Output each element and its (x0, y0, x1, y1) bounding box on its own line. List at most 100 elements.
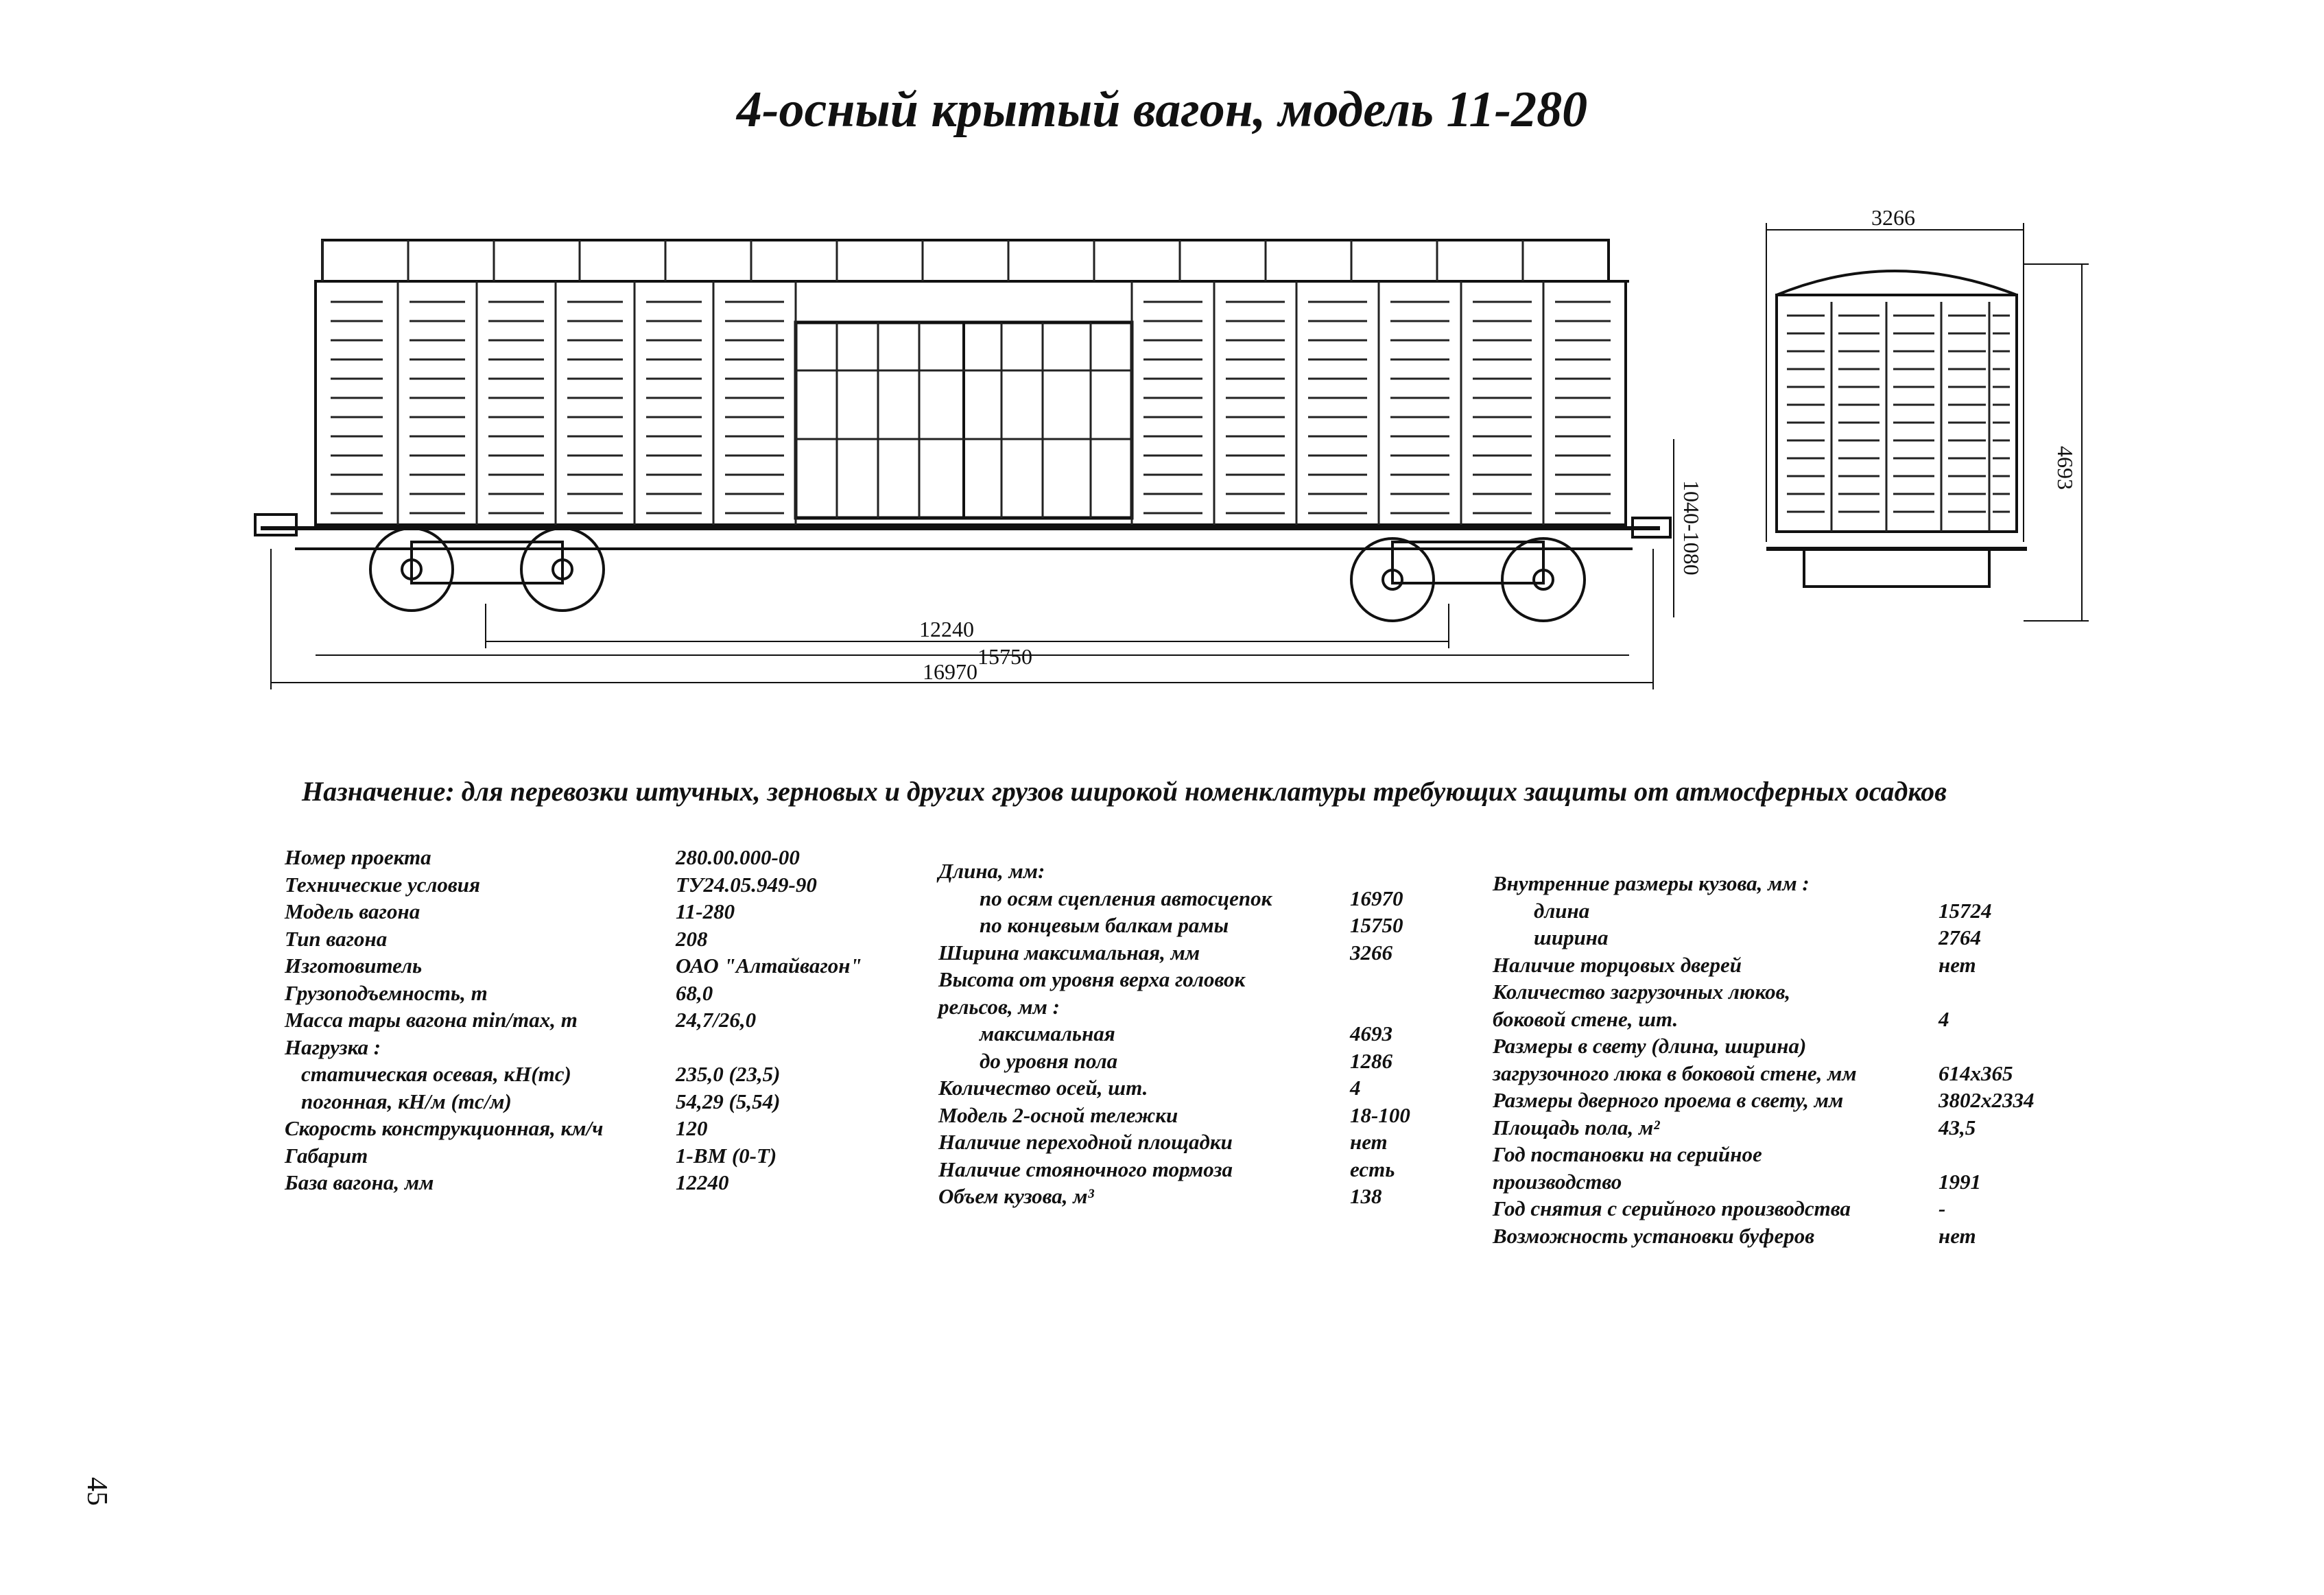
spec-label: Площадь пола, м² (1493, 1115, 1660, 1139)
spec-row: Год постановки на серийное (1493, 1141, 2179, 1168)
spec-value: 18-100 (1350, 1102, 1410, 1127)
spec-label: Наличие переходной площадки (938, 1130, 1233, 1154)
spec-label: статическая осевая, кН(тс) (301, 1062, 571, 1086)
spec-label: погонная, кН/м (тс/м) (301, 1089, 512, 1113)
spec-row: ширина 2764 (1493, 924, 2179, 952)
spec-label: Год постановки на серийное (1493, 1142, 1762, 1166)
spec-row: Технические условия ТУ24.05.949-90 (285, 871, 902, 899)
wagon-drawings: 12240 15750 16970 1040-1080 3266 4693 (254, 205, 2089, 689)
spec-value: 4 (1938, 1006, 1949, 1031)
spec-row: Наличие торцовых дверей нет (1493, 952, 2179, 979)
spec-value: 3802x2334 (1938, 1088, 2035, 1112)
spec-label: по осям сцепления автосцепок (980, 886, 1272, 910)
spec-row: Габарит 1-ВМ (0-Т) (285, 1142, 902, 1170)
spec-label: Грузоподъемность, т (285, 980, 488, 1005)
end-view-drawing (1766, 223, 2089, 622)
spec-value: 1991 (1938, 1169, 1981, 1194)
spec-label: Модель вагона (285, 899, 420, 923)
spec-row: Номер проекта 280.00.000-00 (285, 844, 902, 871)
spec-label: Возможность установки буферов (1493, 1223, 1815, 1248)
spec-label: Объем кузова, м³ (938, 1184, 1094, 1208)
spec-row: Масса тары вагона min/max, т 24,7/26,0 (285, 1006, 902, 1034)
spec-label: Количество загрузочных люков, (1493, 980, 1791, 1004)
spec-label: Размеры дверного проема в свету, мм (1493, 1088, 1844, 1112)
spec-value: 208 (676, 926, 708, 951)
dim-16970: 16970 (923, 659, 977, 684)
spec-value: 24,7/26,0 (676, 1008, 757, 1032)
spec-label: Год снятия с серийного производства (1493, 1196, 1851, 1220)
spec-value: 3266 (1350, 940, 1392, 965)
page-number: 45 (81, 1477, 112, 1506)
spec-value: 4693 (1350, 1021, 1392, 1045)
spec-value: нет (1938, 1223, 1976, 1248)
purpose-line: Назначение: для перевозки штучных, зерно… (302, 776, 1947, 807)
spec-value: 1286 (1350, 1048, 1392, 1073)
spec-row: Возможность установки буферов нет (1493, 1222, 2179, 1250)
spec-row: Количество осей, шт.4 (938, 1074, 1487, 1102)
spec-row: Количество загрузочных люков, (1493, 978, 2179, 1006)
spec-value: нет (1938, 952, 1976, 977)
dim-15750: 15750 (977, 644, 1032, 669)
spec-label: Внутренние размеры кузова, мм : (1493, 871, 1810, 895)
spec-row: погонная, кН/м (тс/м) 54,29 (5,54) (285, 1088, 902, 1115)
spec-row: Размеры в свету (длина, ширина) (1493, 1032, 2179, 1060)
spec-column-general: Номер проекта 280.00.000-00 Технические у… (285, 844, 902, 1196)
spec-row: База вагона, мм 12240 (285, 1169, 902, 1196)
spec-value: 68,0 (676, 980, 713, 1005)
spec-row: статическая осевая, кН(тс) 235,0 (23,5) (285, 1061, 902, 1088)
spec-row: Внутренние размеры кузова, мм : (1493, 870, 2179, 897)
spec-label: Габарит (285, 1143, 368, 1168)
spec-label: Размеры в свету (длина, ширина) (1493, 1034, 1807, 1058)
spec-label: ширина (1534, 925, 1609, 949)
spec-label: по концевым балкам рамы (980, 913, 1229, 937)
spec-row: Нагрузка : (285, 1034, 902, 1061)
spec-label: Номер проекта (285, 845, 431, 869)
spec-label: Высота от уровня верха головок (938, 967, 1246, 991)
spec-row: Высота от уровня верха головок (938, 966, 1487, 993)
spec-label: Масса тары вагона min/max, т (285, 1008, 578, 1032)
spec-row: Год снятия с серийного производства- (1493, 1195, 2179, 1222)
spec-label: загрузочного люка в боковой стене, мм (1493, 1061, 1857, 1085)
spec-label: длина (1534, 898, 1590, 923)
spec-label: до уровня пола (980, 1048, 1118, 1073)
spec-row: загрузочного люка в боковой стене, мм 614… (1493, 1060, 2179, 1087)
spec-label: Скорость конструкционная, км/ч (285, 1116, 604, 1140)
side-view-drawing (254, 239, 1674, 689)
spec-row: боковой стене, шт.4 (1493, 1006, 2179, 1033)
spec-row: Объем кузова, м³ 138 (938, 1183, 1487, 1210)
spec-label: Наличие торцовых дверей (1493, 952, 1742, 977)
spec-row: Модель вагона 11-280 (285, 898, 902, 925)
spec-label: Технические условия (285, 872, 480, 897)
spec-label: Тип вагона (285, 926, 388, 951)
spec-value: 138 (1350, 1184, 1382, 1208)
spec-value: 2764 (1938, 925, 1981, 949)
spec-value: 280.00.000-00 (676, 845, 800, 869)
dim-12240: 12240 (919, 617, 974, 641)
spec-label: База вагона, мм (285, 1170, 434, 1194)
spec-label: Количество осей, шт. (938, 1076, 1148, 1100)
spec-value: 1-ВМ (0-Т) (676, 1143, 777, 1168)
spec-row: Модель 2-осной тележки 18-100 (938, 1102, 1487, 1129)
spec-value: 54,29 (5,54) (676, 1089, 781, 1113)
spec-row: Грузоподъемность, т 68,0 (285, 980, 902, 1007)
spec-value: 12240 (676, 1170, 729, 1194)
spec-value: 11-280 (676, 899, 735, 923)
spec-value: ОАО "Алтайвагон" (676, 954, 862, 978)
spec-value: 614x365 (1938, 1061, 2013, 1085)
spec-value: ТУ24.05.949-90 (676, 872, 817, 897)
spec-label: Наличие стояночного тормоза (938, 1157, 1233, 1181)
spec-row: Длина, мм: (938, 858, 1487, 885)
spec-label: Модель 2-осной тележки (938, 1102, 1178, 1127)
spec-value: 235,0 (23,5) (676, 1062, 781, 1086)
